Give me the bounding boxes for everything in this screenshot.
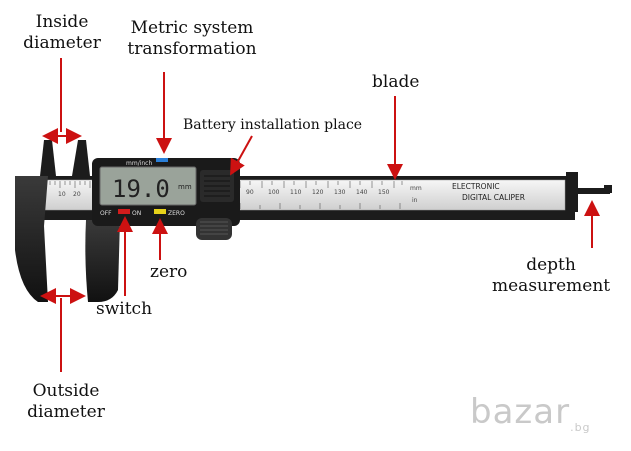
outside-diameter-label: Outside diameter xyxy=(18,381,114,423)
scale-number: 20 xyxy=(73,191,81,198)
scale-unit-mm: mm xyxy=(410,185,422,192)
depth-line-2: measurement xyxy=(492,276,611,296)
brand-line-2: DIGITAL CALIPER xyxy=(462,193,525,202)
on-label: ON xyxy=(132,210,141,217)
outside-diameter-arrow xyxy=(40,288,86,372)
depth-label: depth measurement xyxy=(492,255,610,297)
metric-label: Metric system transformation xyxy=(120,18,264,60)
inside-diameter-label: Inside diameter xyxy=(16,12,108,54)
sliding-jaw xyxy=(72,140,120,302)
scale-number: 130 xyxy=(334,189,346,196)
power-switch[interactable] xyxy=(118,209,130,214)
inside-diameter-arrow xyxy=(42,58,82,144)
outside-diameter-line-2: diameter xyxy=(27,402,105,422)
scale-number: 110 xyxy=(290,189,302,196)
switch-label: switch xyxy=(96,299,153,319)
zero-label: ZERO xyxy=(168,210,185,217)
lcd-unit: mm xyxy=(178,183,192,191)
digital-unit: 19.0 mm mm/inch OFF ON ZERO xyxy=(92,158,240,240)
brand-text: ELECTRONIC DIGITAL CALIPER xyxy=(452,182,525,202)
zero-label-text: zero xyxy=(150,262,188,282)
scale-number: 120 xyxy=(312,189,324,196)
battery-label: Battery installation place xyxy=(183,117,363,133)
brand-line-1: ELECTRONIC xyxy=(452,182,500,191)
watermark-suffix: .bg xyxy=(570,420,591,434)
scale-number: 150 xyxy=(378,189,390,196)
scale-number: 100 xyxy=(268,189,280,196)
blade-label: blade xyxy=(372,72,420,92)
battery-arrow xyxy=(230,135,253,176)
fixed-jaw xyxy=(15,140,56,302)
inside-diameter-line-2: diameter xyxy=(23,33,101,53)
lcd-reading: 19.0 xyxy=(112,175,170,203)
watermark-text: bazar xyxy=(470,392,571,432)
depth-rod xyxy=(560,185,612,194)
off-label: OFF xyxy=(100,210,112,217)
watermark-logo: bazar.bg xyxy=(470,392,591,434)
scale-number: 140 xyxy=(356,189,368,196)
scale-number: 10 xyxy=(58,191,66,198)
zero-button[interactable] xyxy=(154,209,166,214)
lcd-screen xyxy=(99,166,197,206)
outside-diameter-line-1: Outside xyxy=(32,381,100,401)
mode-button[interactable] xyxy=(156,158,168,162)
scale-unit-in: in xyxy=(412,197,418,204)
depth-line-1: depth xyxy=(526,255,576,275)
mode-button-label: mm/inch xyxy=(126,160,152,167)
inside-diameter-line-1: Inside xyxy=(35,12,89,32)
metric-line-1: Metric system xyxy=(130,18,254,38)
metric-line-2: transformation xyxy=(127,39,257,59)
scale-number: 90 xyxy=(246,189,254,196)
scale-ticks xyxy=(44,181,403,209)
